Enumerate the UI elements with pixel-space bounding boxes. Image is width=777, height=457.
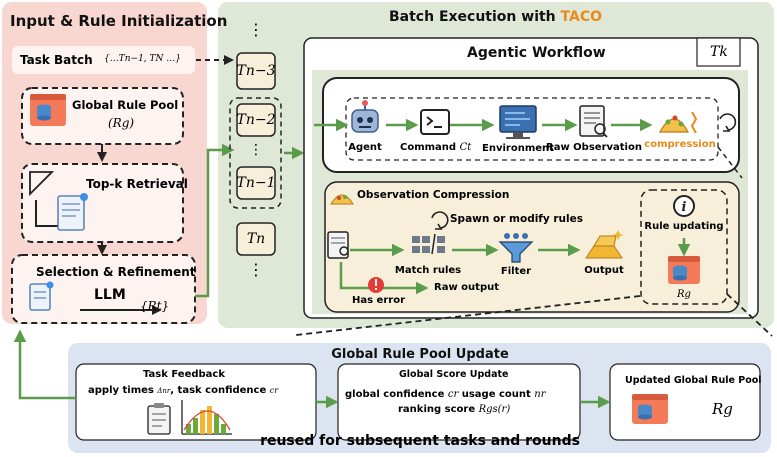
spawn-cycle-icon: [431, 211, 449, 230]
score-line1: global confidence cr usage count nr: [345, 389, 546, 400]
tk-label: Tk: [710, 44, 728, 60]
retrieval-doc-icon: [29, 171, 88, 231]
task-batch-label: Task Batch: [20, 53, 93, 67]
environment-label: Environment: [482, 143, 554, 154]
task-label-tn-1: Tn−1: [236, 175, 276, 191]
task-block-tn: [236, 222, 276, 256]
pipeline-dashed: [345, 97, 719, 161]
rule-updating-label: Rule updating: [644, 221, 724, 232]
score-line2: ranking score Rgs(r): [398, 404, 511, 415]
agent-label: Agent: [348, 142, 382, 153]
ellipsis-bottom: ⋮: [248, 260, 264, 279]
refresh-cycle-icon: [719, 113, 737, 132]
selection-doc-icon: [29, 281, 54, 311]
output-gold-icon: [585, 230, 624, 259]
match-rules-label: Match rules: [394, 265, 462, 276]
global-pool-db-icon: [30, 94, 66, 126]
task-label-tn: Tn: [246, 231, 266, 247]
distribution-chart-icon: [181, 400, 232, 435]
updated-pool-symbol: Rg: [712, 400, 733, 418]
llm-label: LLM: [94, 287, 126, 303]
tk-box: [696, 37, 741, 67]
ellipsis-top: ⋮: [248, 20, 264, 39]
raw-observation-label: Raw Observation: [546, 142, 642, 153]
task-feedback-line: apply times Δnr, task confidence cr: [88, 385, 279, 396]
topk-box: [21, 163, 184, 243]
topk-label: Top-k Retrieval: [86, 177, 188, 191]
error-icon: [368, 277, 384, 293]
selection-label: Selection & Refinement: [36, 265, 196, 279]
taco-compression-icon: [658, 111, 698, 134]
clipboard-icon: [147, 403, 171, 435]
spawn-label: Spawn or modify rules: [450, 213, 584, 225]
batch-panel-title: Batch Execution with TACO: [389, 10, 602, 24]
updated-pool-title: Updated Global Rule Pool: [625, 375, 762, 386]
command-terminal-icon: [420, 109, 450, 135]
filter-label: Filter: [500, 266, 532, 277]
compression-label: compression: [644, 139, 716, 150]
updated-pool-db-icon: [632, 394, 668, 424]
batch-title-prefix: Batch Execution with: [389, 9, 556, 25]
bottom-footer: reused for subsequent tasks and rounds: [260, 433, 580, 449]
task-label-tn-2: Tn−2: [236, 112, 276, 128]
svg-text:i: i: [682, 200, 687, 215]
task-batch-set: {…Tn−1, TN …}: [104, 54, 181, 64]
task-label-tn-3: Tn−3: [236, 63, 276, 79]
agent-robot-icon: [351, 100, 379, 133]
info-icon: i: [673, 195, 695, 217]
raw-observation-doc-icon: [579, 105, 608, 138]
compression-title: Observation Compression: [357, 189, 510, 201]
global-rule-pool-symbol: (Rg): [108, 116, 135, 130]
workflow-title: Agentic Workflow: [467, 45, 606, 61]
small-taco-icon: [330, 194, 354, 205]
bottom-panel-title: Global Rule Pool Update: [331, 347, 509, 362]
score-title: Global Score Update: [399, 369, 509, 380]
taco-highlight: TACO: [560, 9, 603, 25]
has-error-label: Has error: [352, 295, 405, 306]
match-rules-grid-icon: [412, 233, 445, 255]
rt-symbol: {Rt}: [140, 299, 170, 313]
rule-updating-rg: Rg: [677, 289, 691, 300]
input-doc-icon: [327, 231, 349, 259]
ellipsis-mid: ⋮: [249, 142, 263, 158]
output-label: Output: [584, 265, 624, 276]
left-panel-title: Input & Rule Initialization: [10, 12, 228, 30]
task-feedback-title: Task Feedback: [143, 369, 225, 380]
task-group-box: [229, 97, 282, 209]
compression-box: [324, 181, 740, 313]
task-batch-box: [12, 46, 195, 74]
filter-funnel-icon: [498, 233, 534, 263]
environment-monitor-icon: [499, 105, 537, 139]
raw-output-label: Raw output: [434, 282, 499, 293]
task-block-tn-2: [236, 103, 276, 137]
command-label: Command Ct: [400, 142, 472, 153]
global-rule-pool-label: Global Rule Pool: [72, 98, 179, 112]
task-block-tn-1: [236, 166, 276, 200]
selection-box: [11, 254, 196, 324]
rule-pool-db-icon: [668, 256, 700, 284]
task-block-tn-3: [236, 52, 276, 90]
